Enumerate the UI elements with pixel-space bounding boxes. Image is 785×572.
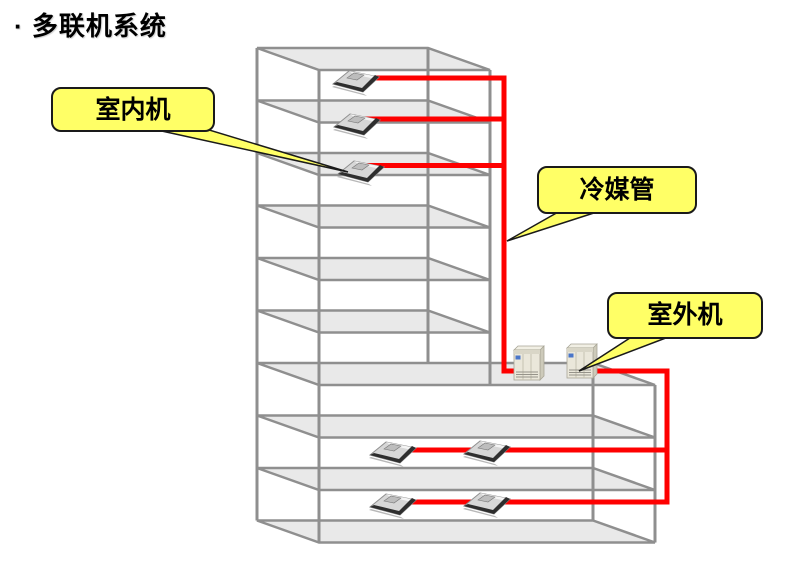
- outdoor-unit-icon: [513, 345, 545, 381]
- callout-label-refrigerant-pipe: 冷媒管: [579, 175, 654, 204]
- indoor-unit-icon: [462, 492, 511, 519]
- building-columns: [255, 48, 657, 543]
- tower-floor-slabs: [256, 46, 491, 334]
- floor-slab: [256, 46, 491, 72]
- indoor-unit-icon: [368, 493, 417, 520]
- callout-label-indoor-unit: 室内机: [95, 95, 170, 124]
- floor-slab: [256, 309, 491, 334]
- refrigerant-pipe-downfeed: [390, 368, 670, 505]
- floor-slab: [256, 256, 491, 282]
- building-structure: [255, 46, 657, 544]
- refrigerant-piping: [355, 75, 670, 505]
- floor-slab: [256, 519, 656, 544]
- callout-outdoor-unit: 室外机: [578, 292, 763, 372]
- indoor-unit-icon: [368, 441, 417, 468]
- refrigerant-pipe-riser: [355, 75, 525, 374]
- callout-refrigerant-pipe: 冷媒管: [506, 166, 697, 242]
- callout-indoor-unit: 室内机: [51, 87, 349, 173]
- outdoor-unit-icon: [566, 343, 598, 379]
- page-title: · 多联机系统: [14, 11, 167, 41]
- floor-slab: [256, 414, 656, 439]
- floor-slab: [256, 204, 491, 229]
- callout-box: [607, 292, 763, 339]
- indoor-unit-icon: [462, 440, 511, 467]
- callout-box: [51, 87, 215, 132]
- indoor-unit-icon: [331, 70, 380, 97]
- callout-label-outdoor-unit: 室外机: [647, 300, 722, 329]
- callout-tail: [506, 210, 601, 242]
- callout-box: [537, 166, 697, 214]
- podium-floor-slabs: [256, 361, 656, 544]
- floor-slab: [256, 466, 656, 492]
